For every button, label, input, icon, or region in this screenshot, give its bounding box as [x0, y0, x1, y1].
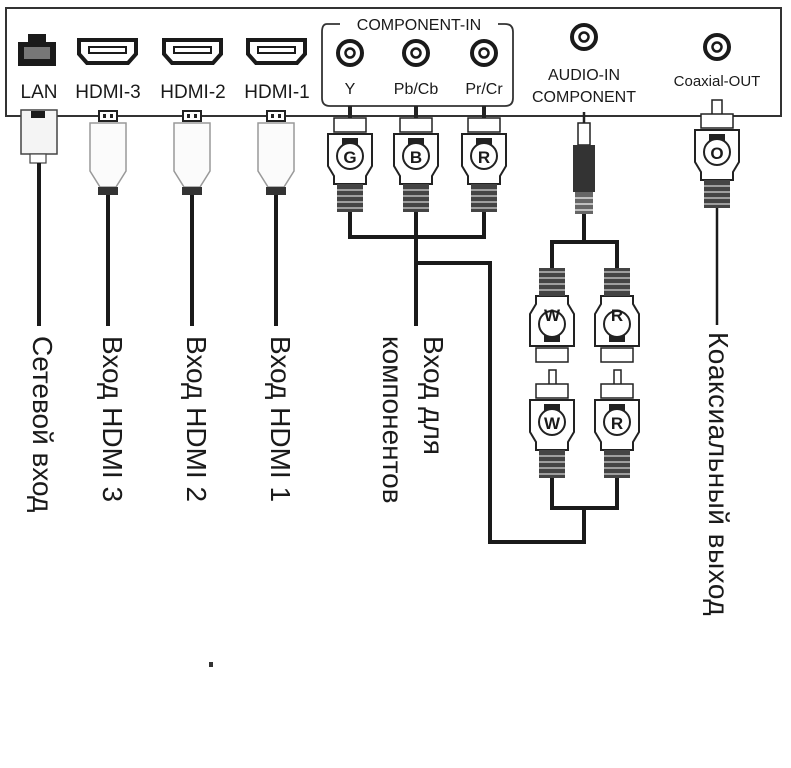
- caption-hdmi1: Вход HDMI 1: [265, 336, 296, 503]
- svg-text:W: W: [544, 306, 561, 325]
- hdmi3-port[interactable]: HDMI-3: [75, 38, 141, 103]
- rca-plug-green: G: [327, 117, 373, 213]
- component-y-port[interactable]: Y: [336, 39, 364, 98]
- port-label-audio-in: AUDIO-IN: [548, 67, 620, 84]
- svg-text:R: R: [478, 148, 490, 167]
- component-pb-port[interactable]: Pb/Cb: [394, 39, 439, 98]
- audio-in-port[interactable]: AUDIO-IN COMPONENT: [532, 23, 636, 106]
- hdmi2-cable: [173, 110, 211, 326]
- port-label-y: Y: [345, 81, 356, 98]
- lan-cable: [20, 109, 58, 326]
- rca-plug-white-upper: W: [529, 267, 575, 363]
- component-cable: G B R: [327, 106, 586, 544]
- svg-text:G: G: [343, 148, 356, 167]
- svg-text:W: W: [544, 414, 561, 433]
- audio-cable: W R W R: [529, 112, 640, 510]
- caption-component-line2: компонентов: [377, 336, 408, 504]
- rca-plug-red-upper: R: [594, 267, 640, 363]
- svg-text:O: O: [710, 144, 723, 163]
- port-label-hdmi1: HDMI-1: [244, 82, 309, 103]
- rca-jack-icon: [336, 39, 364, 67]
- rca-jack-icon: [703, 33, 731, 61]
- caption-coax: Коаксиальный выход: [703, 332, 734, 617]
- rca-jack-icon: [402, 39, 430, 67]
- caption-lan: Сетевой вход: [27, 336, 58, 513]
- speck: [209, 662, 213, 667]
- rca-plug-white-lower: W: [529, 383, 575, 479]
- rca-jack-icon: [470, 39, 498, 67]
- port-label-pr: Pr/Cr: [465, 81, 503, 98]
- port-label-hdmi2: HDMI-2: [160, 82, 225, 103]
- coaxial-cable: O: [694, 99, 740, 325]
- hdmi1-cable: [257, 110, 295, 326]
- caption-component-line1: Вход для: [418, 336, 449, 455]
- hdmi1-port[interactable]: HDMI-1: [244, 38, 310, 103]
- port-label-coaxial-out: Coaxial-OUT: [674, 73, 761, 90]
- hdmi3-cable: [89, 110, 127, 326]
- caption-hdmi2: Вход HDMI 2: [181, 336, 212, 503]
- rca-plug-red: R: [461, 117, 507, 213]
- port-label-hdmi3: HDMI-3: [75, 82, 140, 103]
- rca-plug-blue: B: [393, 117, 439, 213]
- caption-hdmi3: Вход HDMI 3: [97, 336, 128, 503]
- rca-plug-red-lower: R: [594, 383, 640, 479]
- component-group-label: COMPONENT-IN: [357, 17, 481, 34]
- svg-text:R: R: [611, 414, 623, 433]
- port-label-pb: Pb/Cb: [394, 81, 439, 98]
- ethernet-port-icon: [18, 34, 56, 66]
- port-label-lan: LAN: [21, 82, 58, 103]
- hdmi2-port[interactable]: HDMI-2: [160, 38, 226, 103]
- port-label-audio-component: COMPONENT: [532, 89, 636, 106]
- tv-back-panel: [5, 7, 782, 117]
- rca-jack-icon: [570, 23, 598, 51]
- svg-text:R: R: [611, 306, 623, 325]
- rca-plug-orange: O: [694, 113, 740, 209]
- svg-text:B: B: [410, 148, 422, 167]
- component-pr-port[interactable]: Pr/Cr: [465, 39, 503, 98]
- lan-port[interactable]: LAN: [18, 34, 57, 103]
- coaxial-out-port[interactable]: Coaxial-OUT: [674, 33, 761, 90]
